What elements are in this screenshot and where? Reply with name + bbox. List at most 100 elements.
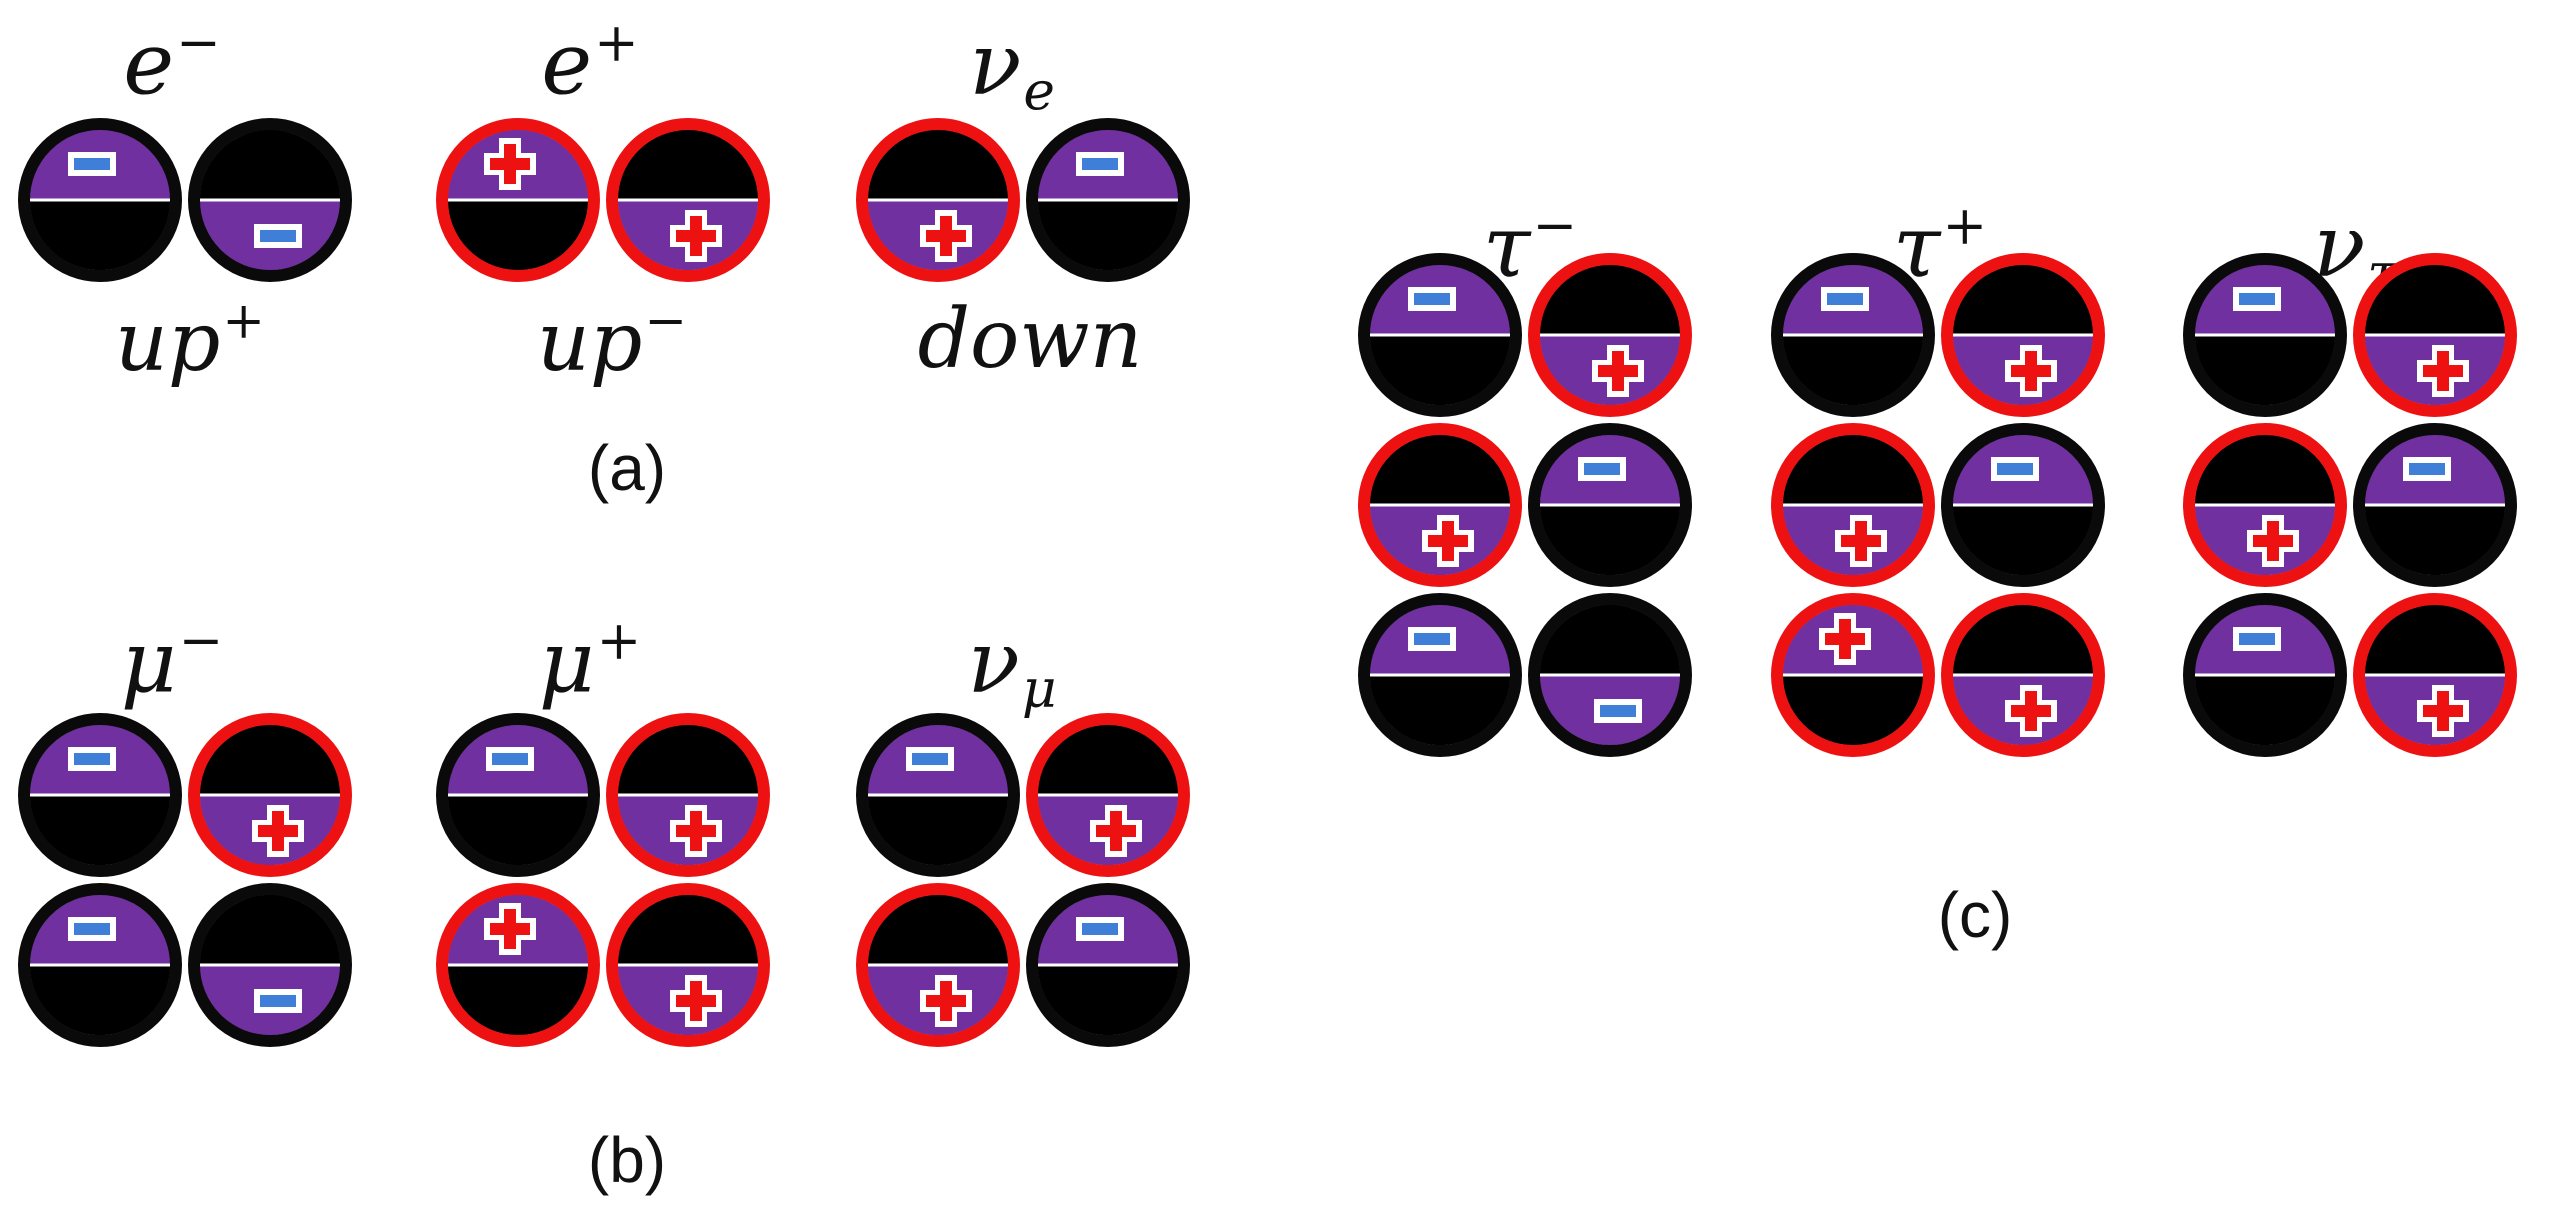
plus-icon bbox=[484, 903, 536, 955]
black-ring bbox=[188, 118, 352, 282]
ball-c-2-1-0 bbox=[2183, 423, 2347, 587]
black-ring bbox=[2183, 253, 2347, 417]
ball-c-1-2-0 bbox=[1771, 593, 1935, 757]
black-ring bbox=[1941, 423, 2105, 587]
red-ring bbox=[2353, 253, 2517, 417]
plus-icon bbox=[252, 805, 304, 857]
black-ring bbox=[856, 713, 1020, 877]
ball-b-2-0-0 bbox=[856, 713, 1020, 877]
ball-a-0-0-0 bbox=[18, 118, 182, 282]
ball-b-0-1-1 bbox=[188, 883, 352, 1047]
plus-icon bbox=[2005, 345, 2057, 397]
red-ring bbox=[2183, 423, 2347, 587]
label-muon: μ− bbox=[120, 609, 224, 713]
label-positron: e+ bbox=[541, 11, 639, 115]
black-ring bbox=[2183, 593, 2347, 757]
ball-c-0-0-1 bbox=[1528, 253, 1692, 417]
red-ring bbox=[856, 118, 1020, 282]
ball-c-2-2-0 bbox=[2183, 593, 2347, 757]
label-tau: τ− bbox=[1482, 194, 1578, 298]
ball-a-1-0-0 bbox=[436, 118, 600, 282]
ball-c-0-2-0 bbox=[1358, 593, 1522, 757]
black-ring bbox=[18, 118, 182, 282]
plus-icon bbox=[1592, 345, 1644, 397]
black-ring bbox=[1528, 423, 1692, 587]
red-ring bbox=[1026, 713, 1190, 877]
ball-c-2-2-1 bbox=[2353, 593, 2517, 757]
plus-icon bbox=[2417, 345, 2469, 397]
ball-b-2-1-1 bbox=[1026, 883, 1190, 1047]
plus-icon bbox=[2247, 515, 2299, 567]
ball-b-0-0-1 bbox=[188, 713, 352, 877]
ball-c-1-1-0 bbox=[1771, 423, 1935, 587]
black-ring bbox=[1026, 118, 1190, 282]
ball-c-0-1-0 bbox=[1358, 423, 1522, 587]
red-ring bbox=[606, 883, 770, 1047]
ball-b-2-0-1 bbox=[1026, 713, 1190, 877]
plus-icon bbox=[484, 138, 536, 190]
ball-c-1-2-1 bbox=[1941, 593, 2105, 757]
black-ring bbox=[436, 713, 600, 877]
ball-c-2-0-1 bbox=[2353, 253, 2517, 417]
caption-b: (b) bbox=[587, 1124, 667, 1196]
ball-a-2-0-1 bbox=[1026, 118, 1190, 282]
black-ring bbox=[1358, 253, 1522, 417]
label-electron: e− bbox=[123, 11, 221, 115]
label-electron-neutrino: νe bbox=[969, 14, 1055, 122]
red-ring bbox=[2353, 593, 2517, 757]
red-ring bbox=[1528, 253, 1692, 417]
red-ring bbox=[606, 713, 770, 877]
ball-b-0-0-0 bbox=[18, 713, 182, 877]
plus-icon bbox=[920, 975, 972, 1027]
ball-b-1-1-1 bbox=[606, 883, 770, 1047]
ball-b-0-1-0 bbox=[18, 883, 182, 1047]
ball-b-1-1-0 bbox=[436, 883, 600, 1047]
black-ring bbox=[2353, 423, 2517, 587]
ball-c-1-0-1 bbox=[1941, 253, 2105, 417]
red-ring bbox=[188, 713, 352, 877]
ball-c-2-1-1 bbox=[2353, 423, 2517, 587]
red-ring bbox=[1358, 423, 1522, 587]
red-ring bbox=[856, 883, 1020, 1047]
ball-c-1-1-1 bbox=[1941, 423, 2105, 587]
ball-c-1-0-0 bbox=[1771, 253, 1935, 417]
black-ring bbox=[1528, 593, 1692, 757]
plus-icon bbox=[1090, 805, 1142, 857]
red-ring bbox=[1941, 253, 2105, 417]
label-up-minus: up− bbox=[537, 291, 687, 390]
ball-c-0-1-1 bbox=[1528, 423, 1692, 587]
plus-icon bbox=[670, 210, 722, 262]
ball-a-0-0-1 bbox=[188, 118, 352, 282]
plus-icon bbox=[1422, 515, 1474, 567]
label-antimuon: μ+ bbox=[538, 609, 642, 713]
black-ring bbox=[1026, 883, 1190, 1047]
black-ring bbox=[1771, 253, 1935, 417]
plus-icon bbox=[670, 805, 722, 857]
plus-icon bbox=[920, 210, 972, 262]
ball-a-1-0-1 bbox=[606, 118, 770, 282]
red-ring bbox=[1941, 593, 2105, 757]
red-ring bbox=[1771, 593, 1935, 757]
ball-b-2-1-0 bbox=[856, 883, 1020, 1047]
black-ring bbox=[18, 713, 182, 877]
label-up-plus: up+ bbox=[115, 291, 265, 390]
plus-icon bbox=[2417, 685, 2469, 737]
ball-a-2-0-0 bbox=[856, 118, 1020, 282]
plus-icon bbox=[1835, 515, 1887, 567]
ball-c-2-0-0 bbox=[2183, 253, 2347, 417]
red-ring bbox=[1771, 423, 1935, 587]
caption-c: (c) bbox=[1937, 879, 2013, 951]
red-ring bbox=[436, 118, 600, 282]
black-ring bbox=[188, 883, 352, 1047]
label-down: down bbox=[917, 292, 1143, 387]
plus-icon bbox=[1819, 613, 1871, 665]
plus-icon bbox=[2005, 685, 2057, 737]
caption-a: (a) bbox=[587, 432, 667, 504]
label-muon-neutrino: νμ bbox=[967, 612, 1057, 720]
red-ring bbox=[436, 883, 600, 1047]
black-ring bbox=[18, 883, 182, 1047]
red-ring bbox=[606, 118, 770, 282]
black-ring bbox=[1358, 593, 1522, 757]
